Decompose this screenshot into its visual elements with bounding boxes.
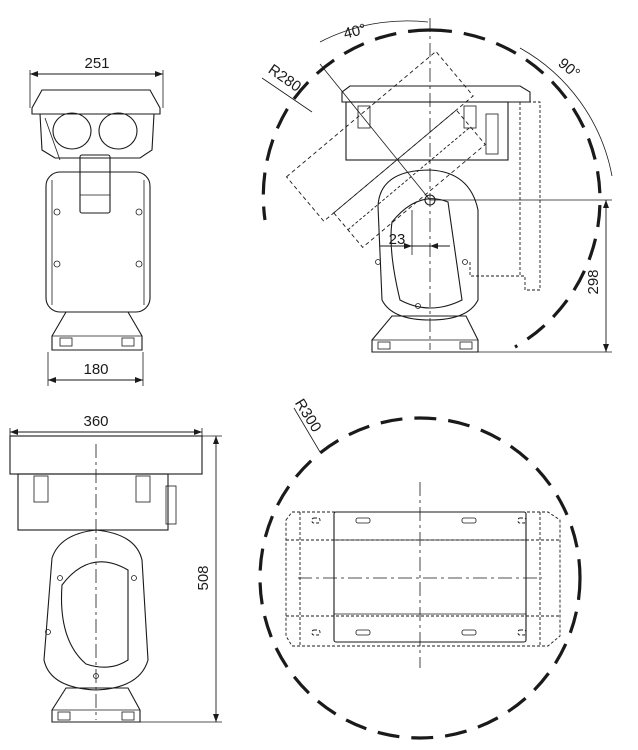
offset-23-label: 23 bbox=[389, 231, 406, 248]
side-view-tilt: 40° 90° R280 bbox=[261, 18, 613, 353]
front-view-bottom: 360 508 bbox=[9, 413, 222, 723]
width-251-label: 251 bbox=[84, 55, 109, 72]
front-view-top: 251 180 bbox=[29, 55, 164, 386]
base-180-label: 180 bbox=[83, 361, 108, 378]
radius-300-label: R300 bbox=[291, 396, 324, 435]
width-360-label: 360 bbox=[83, 413, 108, 430]
radius-280-label: R280 bbox=[265, 61, 304, 95]
height-508-label: 508 bbox=[195, 565, 212, 590]
height-298-label: 298 bbox=[585, 269, 602, 294]
tilt-40-label: 40° bbox=[342, 21, 368, 43]
tilt-90-label: 90° bbox=[555, 55, 583, 83]
top-view: R300 bbox=[258, 396, 582, 740]
